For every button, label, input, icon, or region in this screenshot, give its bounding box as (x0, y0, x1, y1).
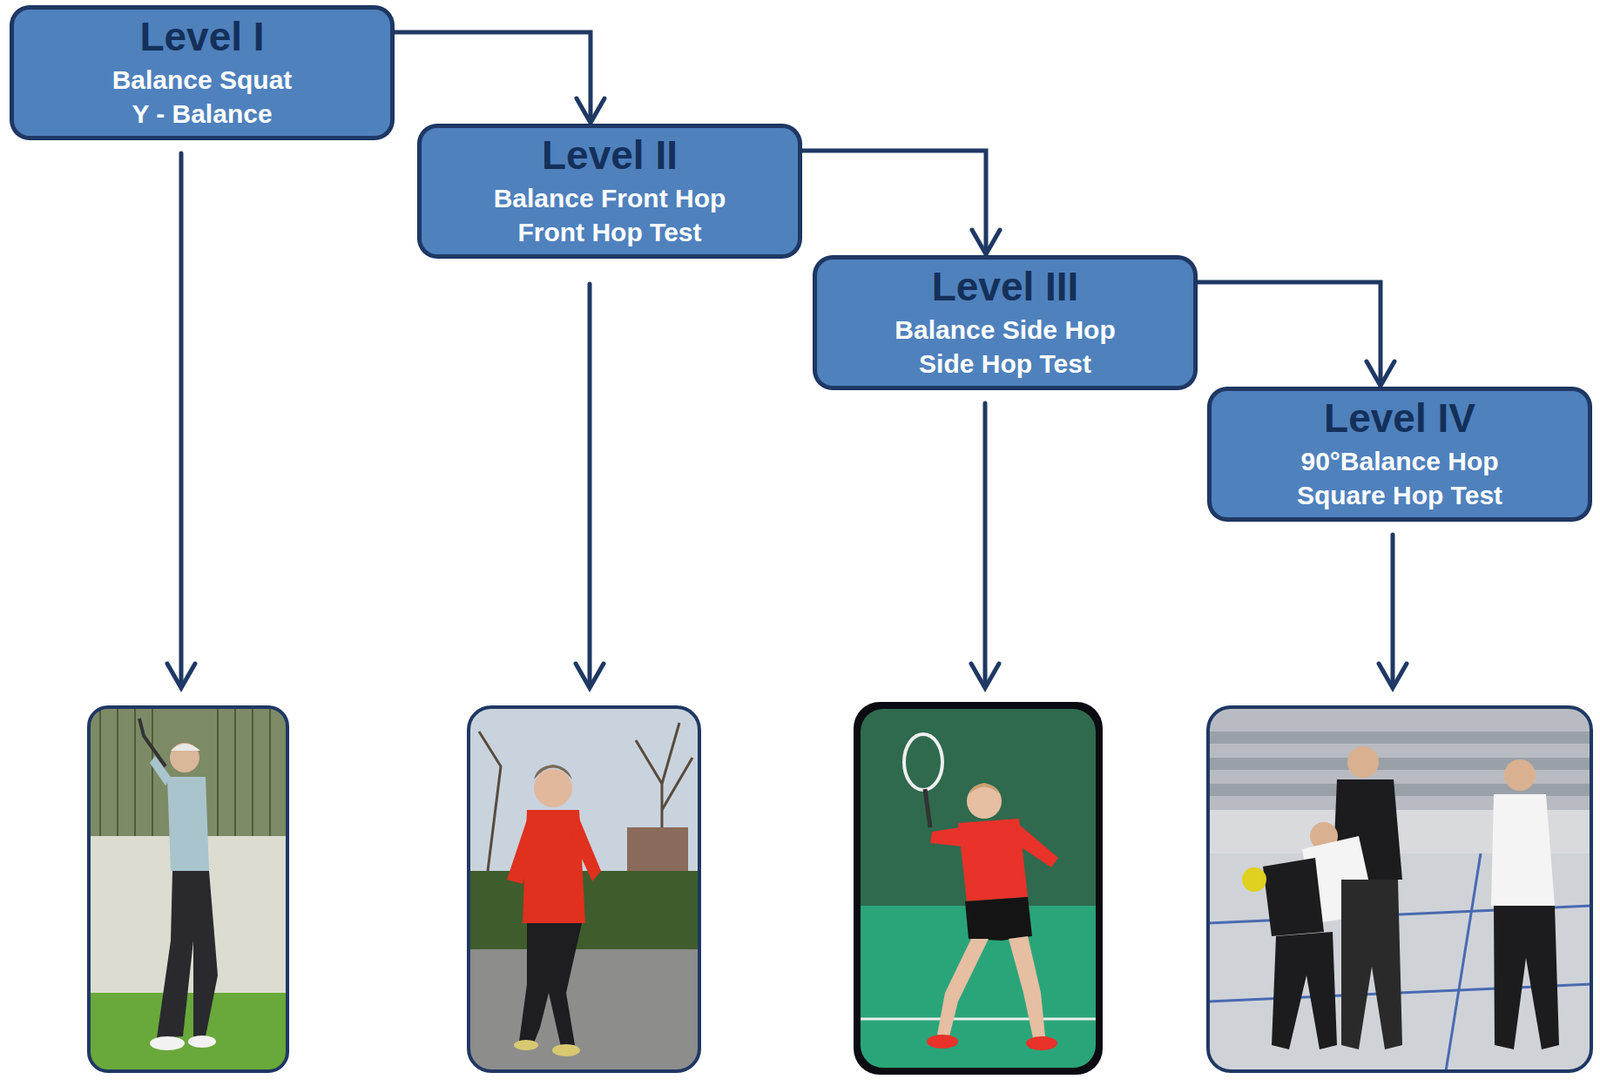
flow-connector (393, 32, 605, 123)
connector-line (801, 150, 986, 255)
level-box: Level IIIBalance Side HopSide Hop Test (813, 256, 1197, 390)
flow-connector (1196, 282, 1395, 386)
handball-photo (1208, 707, 1592, 1072)
test-name: Balance Side Hop (894, 312, 1115, 347)
level-box: Level IBalance SquatY - Balance (10, 6, 394, 140)
test-name: Front Hop Test (517, 215, 702, 250)
arrow-head (576, 98, 605, 123)
test-name: Balance Front Hop (493, 181, 727, 216)
test-name: 90°Balance Hop (1300, 444, 1499, 479)
level-heading: Level IV (1323, 396, 1476, 441)
level-heading: Level I (139, 14, 264, 60)
test-name: Square Hop Test (1296, 478, 1503, 513)
arrow-head (1366, 361, 1395, 386)
connector-line (393, 32, 591, 123)
level-box: Level IIBalance Front HopFront Hop Test (418, 124, 802, 258)
golf-photo (88, 707, 288, 1072)
level-box: Level IV90°Balance HopSquare Hop Test (1208, 387, 1592, 521)
flow-connector (801, 150, 1000, 255)
test-name: Side Hop Test (918, 346, 1092, 381)
test-name: Y - Balance (131, 96, 272, 131)
test-name: Balance Squat (112, 62, 293, 97)
level-heading: Level II (541, 133, 678, 178)
level-heading: Level III (931, 264, 1080, 310)
connector-line (1196, 282, 1381, 386)
runner-photo (468, 707, 700, 1072)
tennis-photo (853, 702, 1103, 1075)
arrow-head (972, 229, 1000, 255)
